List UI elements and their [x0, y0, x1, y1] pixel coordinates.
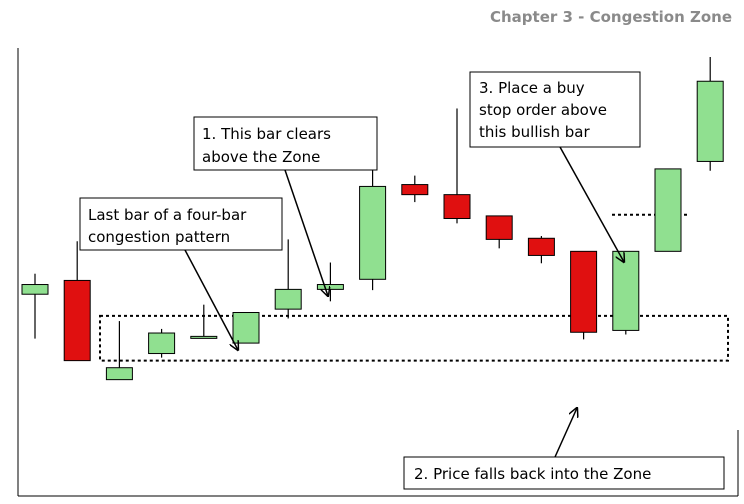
candle-body-10: [401, 184, 429, 196]
callout-buy-stop-line-3: this bullish bar: [479, 123, 590, 141]
candle-body-1: [21, 284, 49, 295]
candle-body-15: [612, 250, 640, 331]
candle-body-16: [654, 168, 682, 252]
candle-body-17: [696, 80, 724, 162]
callout-price-falls: 2. Price falls back into the Zone: [403, 408, 725, 490]
callout-buy-stop-line-1: 3. Place a buy: [479, 79, 585, 97]
candle-body-13: [527, 237, 555, 256]
arrow-buy-stop: [559, 146, 624, 262]
callout-bar-clears-line-1: 1. This bar clears: [202, 125, 331, 143]
candle-body-2: [63, 279, 91, 362]
candle-body-7: [274, 288, 302, 310]
candle-body-11: [443, 194, 471, 220]
callout-buy-stop: 3. Place a buy stop order above this bul…: [469, 71, 641, 262]
candle-body-9: [359, 185, 387, 280]
callout-bar-clears-line-2: above the Zone: [202, 148, 320, 166]
candle-body-12: [485, 215, 513, 240]
candle-body-6: [232, 312, 260, 344]
callout-bar-clears: 1. This bar clears above the Zone: [193, 116, 378, 296]
arrow-last-bar: [184, 249, 238, 350]
arrow-bar-clears: [284, 169, 328, 296]
congestion-zone: [99, 314, 729, 362]
arrow-price-falls: [554, 408, 577, 458]
candle-body-14: [570, 250, 598, 333]
candle-body-4: [148, 332, 176, 355]
chart-frame: [17, 48, 739, 497]
callout-last-bar: Last bar of a four-bar congestion patter…: [79, 197, 283, 350]
candle-body-3: [105, 367, 133, 381]
candle-body-5: [190, 335, 218, 339]
callout-price-falls-line-1: 2. Price falls back into the Zone: [414, 465, 651, 483]
chapter-title: Chapter 3 - Congestion Zone: [490, 8, 732, 26]
callout-buy-stop-line-2: stop order above: [479, 101, 607, 119]
candles-group: [21, 57, 724, 381]
candle-body-8: [316, 284, 344, 290]
callout-last-bar-line-2: congestion pattern: [88, 228, 230, 246]
callout-last-bar-line-1: Last bar of a four-bar: [88, 206, 247, 224]
